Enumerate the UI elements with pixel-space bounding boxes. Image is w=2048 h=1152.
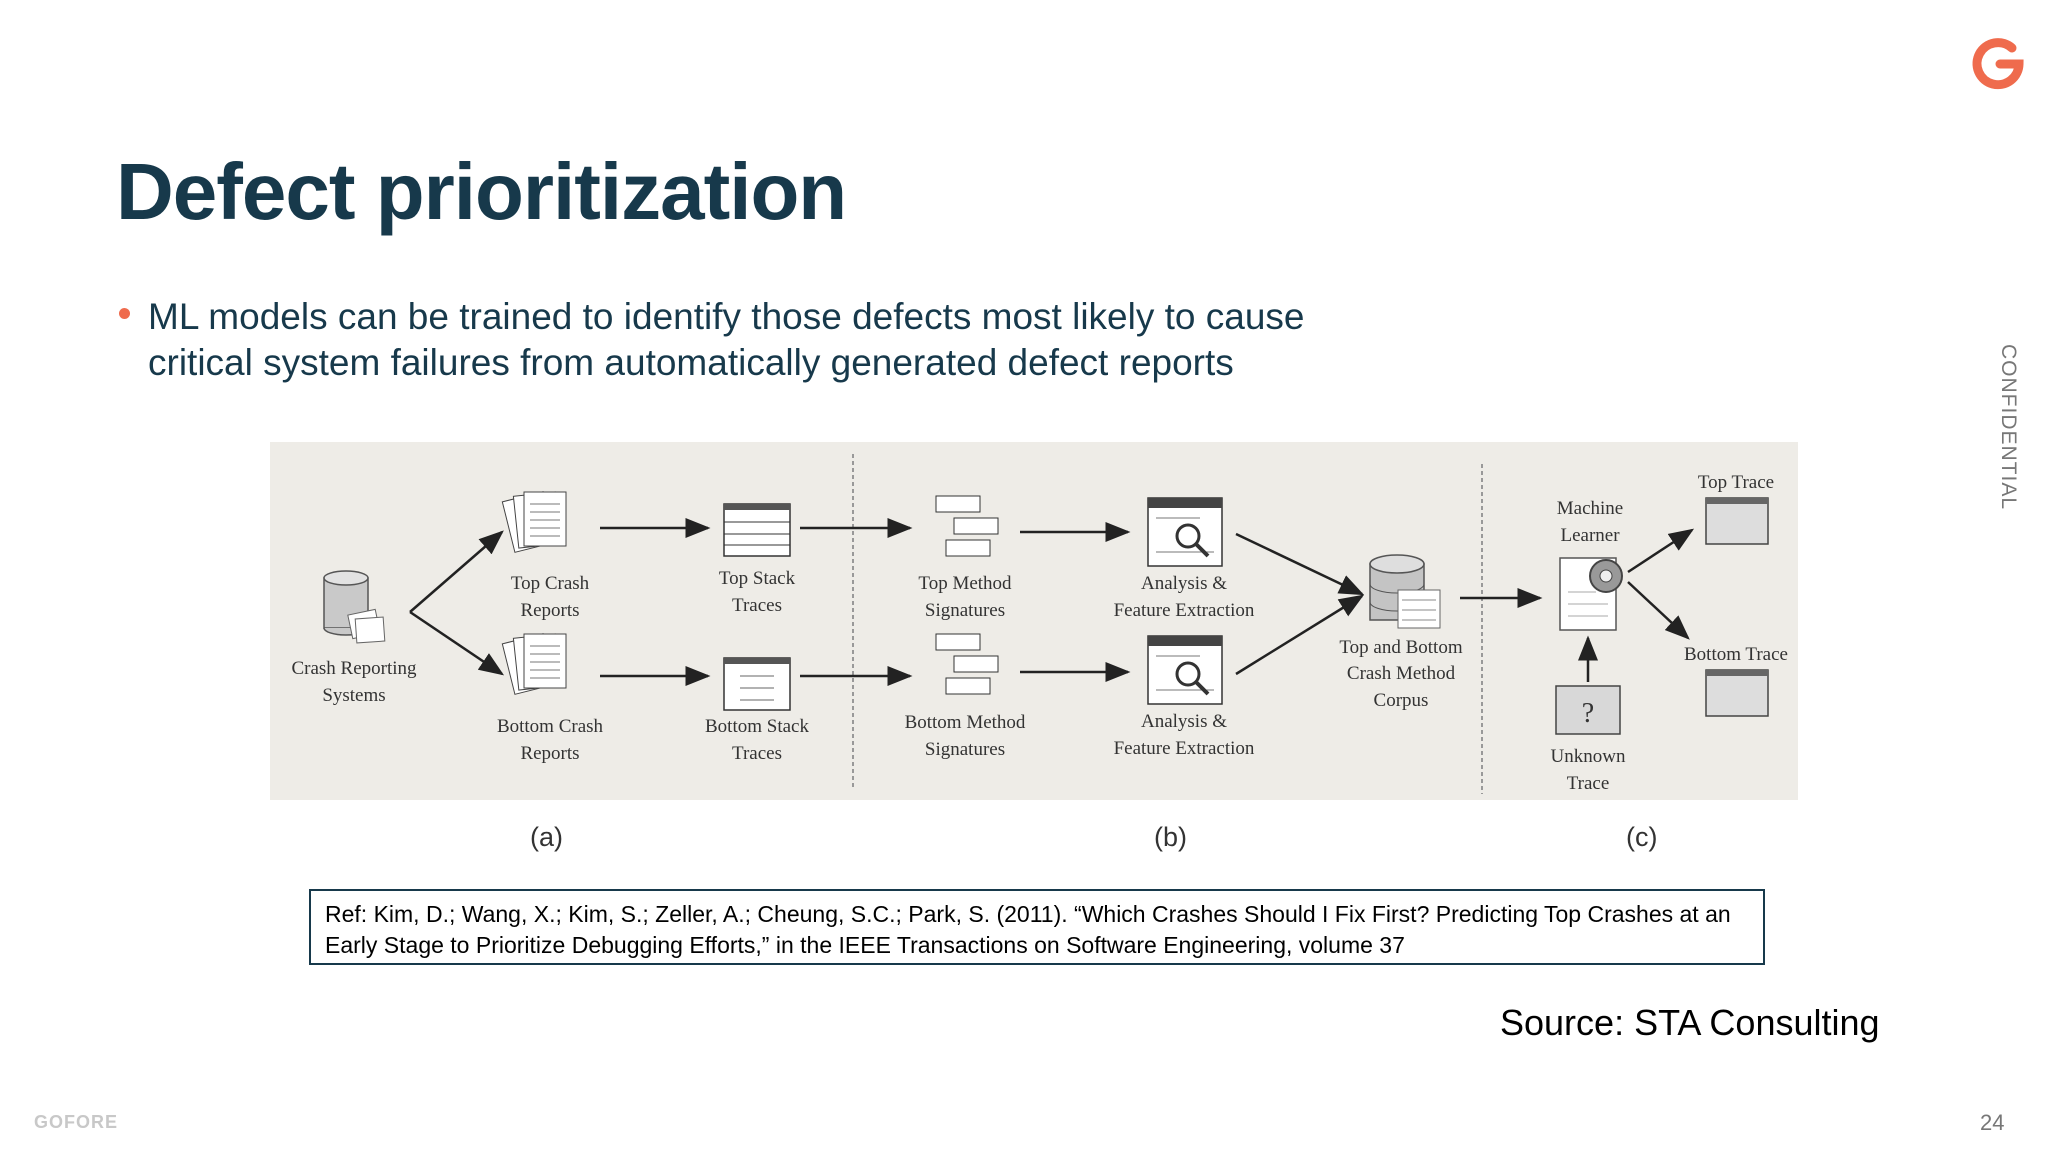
unknown-trace-icon: ? <box>1555 685 1621 735</box>
corpus-database-icon <box>1369 554 1441 629</box>
analysis-bottom-label-1: Analysis & <box>1141 711 1227 732</box>
arrow-systems-top <box>409 530 504 613</box>
bottom-crash-reports-label-1: Bottom Crash <box>497 716 604 737</box>
top-crash-reports-label-1: Top Crash <box>511 573 590 594</box>
top-method-signatures-label-2: Signatures <box>925 600 1005 621</box>
bullet-item: ML models can be trained to identify tho… <box>116 294 1416 386</box>
unknown-trace-label-1: Unknown <box>1551 746 1626 767</box>
crash-systems-label-2: Systems <box>322 685 385 706</box>
analysis-top-label-2: Feature Extraction <box>1114 600 1255 621</box>
confidential-label: CONFIDENTIAL <box>1995 344 2023 524</box>
corpus-label-3: Corpus <box>1374 690 1429 711</box>
panel-label-a: (a) <box>530 822 563 852</box>
top-trace-label: Top Trace <box>1698 472 1774 493</box>
bottom-stack-traces-label-1: Bottom Stack <box>705 716 809 737</box>
reference-line-1: Ref: Kim, D.; Wang, X.; Kim, S.; Zeller,… <box>325 901 1731 927</box>
top-stack-traces-label-2: Traces <box>732 595 782 616</box>
top-method-signatures-label-1: Top Method <box>918 573 1012 594</box>
corpus-label-2: Crash Method <box>1347 663 1456 684</box>
source-note: Source: STA Consulting <box>1500 1002 1880 1043</box>
top-trace-box <box>1705 497 1769 545</box>
crash-prioritization-diagram: Crash Reporting Systems Top Crash Report… <box>270 442 1798 800</box>
bottom-trace-box <box>1705 669 1769 717</box>
footer-brand-logo: GOFORE <box>34 1112 119 1132</box>
bottom-trace-label: Bottom Trace <box>1684 644 1788 665</box>
bullet-dot-icon <box>119 308 130 319</box>
database-icon <box>323 570 386 644</box>
arrow-analysis-top-corpus <box>1235 532 1365 596</box>
slide-title: Defect prioritization <box>116 147 847 236</box>
bottom-crash-reports-label-2: Reports <box>520 743 579 764</box>
top-stack-traces-icon <box>723 503 791 557</box>
panel-label-b: (b) <box>1154 822 1187 852</box>
arrow-analysis-bottom-corpus <box>1235 594 1365 676</box>
confidential-text: CONFIDENTIAL <box>1997 344 2020 511</box>
unknown-trace-label-2: Trace <box>1567 773 1610 794</box>
crash-systems-label-1: Crash Reporting <box>291 658 417 679</box>
analysis-top-icon <box>1147 497 1223 567</box>
bottom-method-signatures-icon <box>935 633 999 695</box>
panel-label-c: (c) <box>1626 822 1658 852</box>
analysis-bottom-label-2: Feature Extraction <box>1114 738 1255 759</box>
bottom-stack-traces-label-2: Traces <box>732 743 782 764</box>
bottom-crash-reports-icon <box>501 633 567 695</box>
arrow-learner-bottom-trace <box>1627 581 1690 640</box>
page-number: 24 <box>1980 1110 2005 1135</box>
top-crash-reports-icon <box>501 491 567 553</box>
analysis-bottom-icon <box>1147 635 1223 705</box>
top-crash-reports-label-2: Reports <box>520 600 579 621</box>
machine-learner-label-2: Learner <box>1560 525 1620 546</box>
top-stack-traces-label-1: Top Stack <box>719 568 796 589</box>
reference-line-2: Early Stage to Prioritize Debugging Effo… <box>325 932 1405 958</box>
corpus-label-1: Top and Bottom <box>1339 637 1462 658</box>
bottom-stack-traces-icon <box>723 657 791 711</box>
machine-learner-icon <box>1559 557 1623 631</box>
svg-text:?: ? <box>1582 698 1594 729</box>
arrow-learner-top-trace <box>1627 528 1695 574</box>
bottom-method-signatures-label-1: Bottom Method <box>905 712 1026 733</box>
bullet-text: ML models can be trained to identify tho… <box>148 296 1305 383</box>
gofore-logo-icon <box>1972 38 2024 90</box>
analysis-top-label-1: Analysis & <box>1141 573 1227 594</box>
bottom-method-signatures-label-2: Signatures <box>925 739 1005 760</box>
arrow-systems-bottom <box>409 610 505 676</box>
reference-box: Ref: Kim, D.; Wang, X.; Kim, S.; Zeller,… <box>309 889 1765 965</box>
machine-learner-label-1: Machine <box>1557 498 1623 519</box>
top-method-signatures-icon <box>935 495 999 557</box>
